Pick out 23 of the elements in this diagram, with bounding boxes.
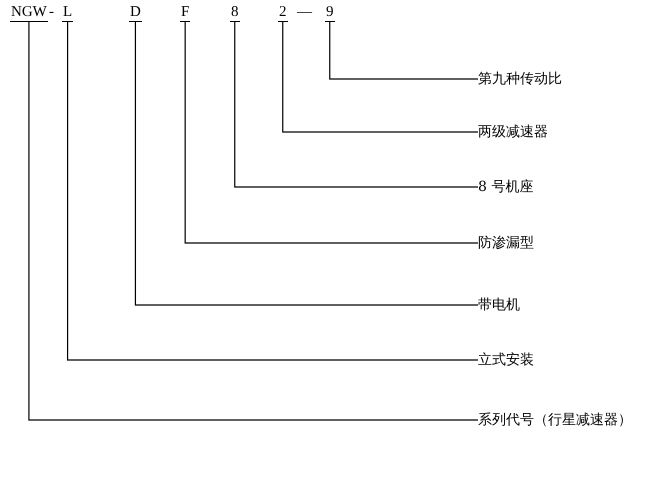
- leader-line: [329, 22, 478, 80]
- leader-line: [66, 22, 478, 361]
- code-segment: 9: [325, 4, 334, 22]
- description-text: 防渗漏型: [478, 234, 534, 252]
- description-text: 8 号机座: [478, 178, 534, 196]
- code-segment: L: [62, 4, 74, 22]
- code-segment: 8: [230, 4, 240, 22]
- leader-line: [184, 22, 478, 244]
- description-text: 第九种传动比: [478, 70, 562, 88]
- separator-dash: -: [49, 4, 54, 21]
- description-text: 两级减速器: [478, 123, 548, 141]
- leader-line: [282, 22, 478, 133]
- leader-line: [28, 22, 478, 421]
- description-text: 系列代号（行星减速器）: [478, 411, 632, 429]
- description-text: 带电机: [478, 296, 520, 314]
- description-text: 立式安装: [478, 351, 534, 369]
- leader-line: [234, 22, 478, 188]
- code-segment: 2: [278, 4, 288, 22]
- code-segment: NGW: [10, 4, 48, 22]
- leader-line: [134, 22, 478, 306]
- code-segment: F: [180, 4, 190, 22]
- code-segment: D: [129, 4, 142, 22]
- separator-dash: —: [297, 4, 312, 21]
